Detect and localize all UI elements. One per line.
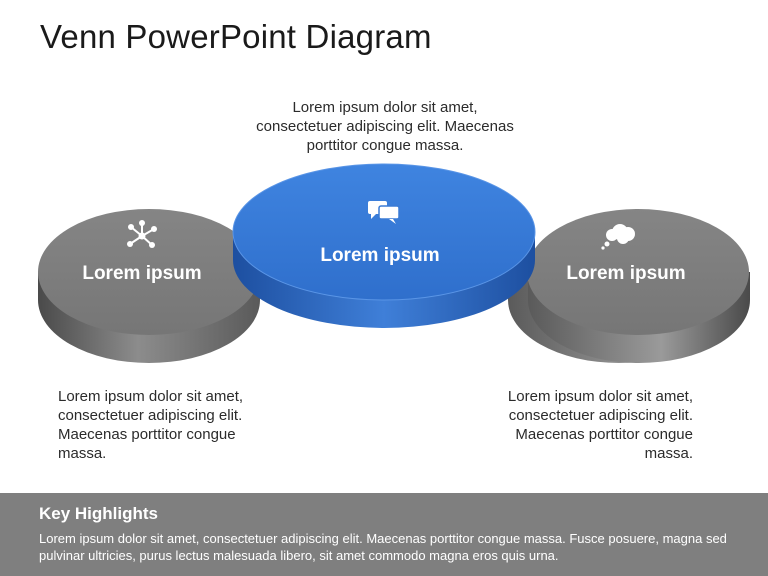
left-description: Lorem ipsum dolor sit amet, consectetuer… xyxy=(58,388,244,462)
center-disc xyxy=(232,163,536,328)
key-highlights-heading: Key Highlights xyxy=(39,504,159,523)
top-description: Lorem ipsum dolor sit amet, consectetuer… xyxy=(256,99,514,154)
key-highlights-footer: Key Highlights Lorem ipsum dolor sit ame… xyxy=(0,493,768,576)
left-disc-label: Lorem ipsum xyxy=(82,263,201,284)
center-disc-label: Lorem ipsum xyxy=(320,245,439,266)
key-highlights-body: Lorem ipsum dolor sit amet, consectetuer… xyxy=(39,531,727,563)
right-description: Lorem ipsum dolor sit amet, consectetuer… xyxy=(507,388,693,462)
venn-diagram: Lorem ipsum Lorem ipsum Lorem ipsum xyxy=(38,163,750,363)
thought-bubble-icon xyxy=(601,224,635,250)
right-disc-label: Lorem ipsum xyxy=(566,263,685,284)
network-icon xyxy=(127,220,157,248)
right-disc xyxy=(508,209,750,363)
chat-bubbles-icon xyxy=(368,201,400,224)
left-disc xyxy=(38,209,260,363)
page-title: Venn PowerPoint Diagram xyxy=(40,18,432,55)
